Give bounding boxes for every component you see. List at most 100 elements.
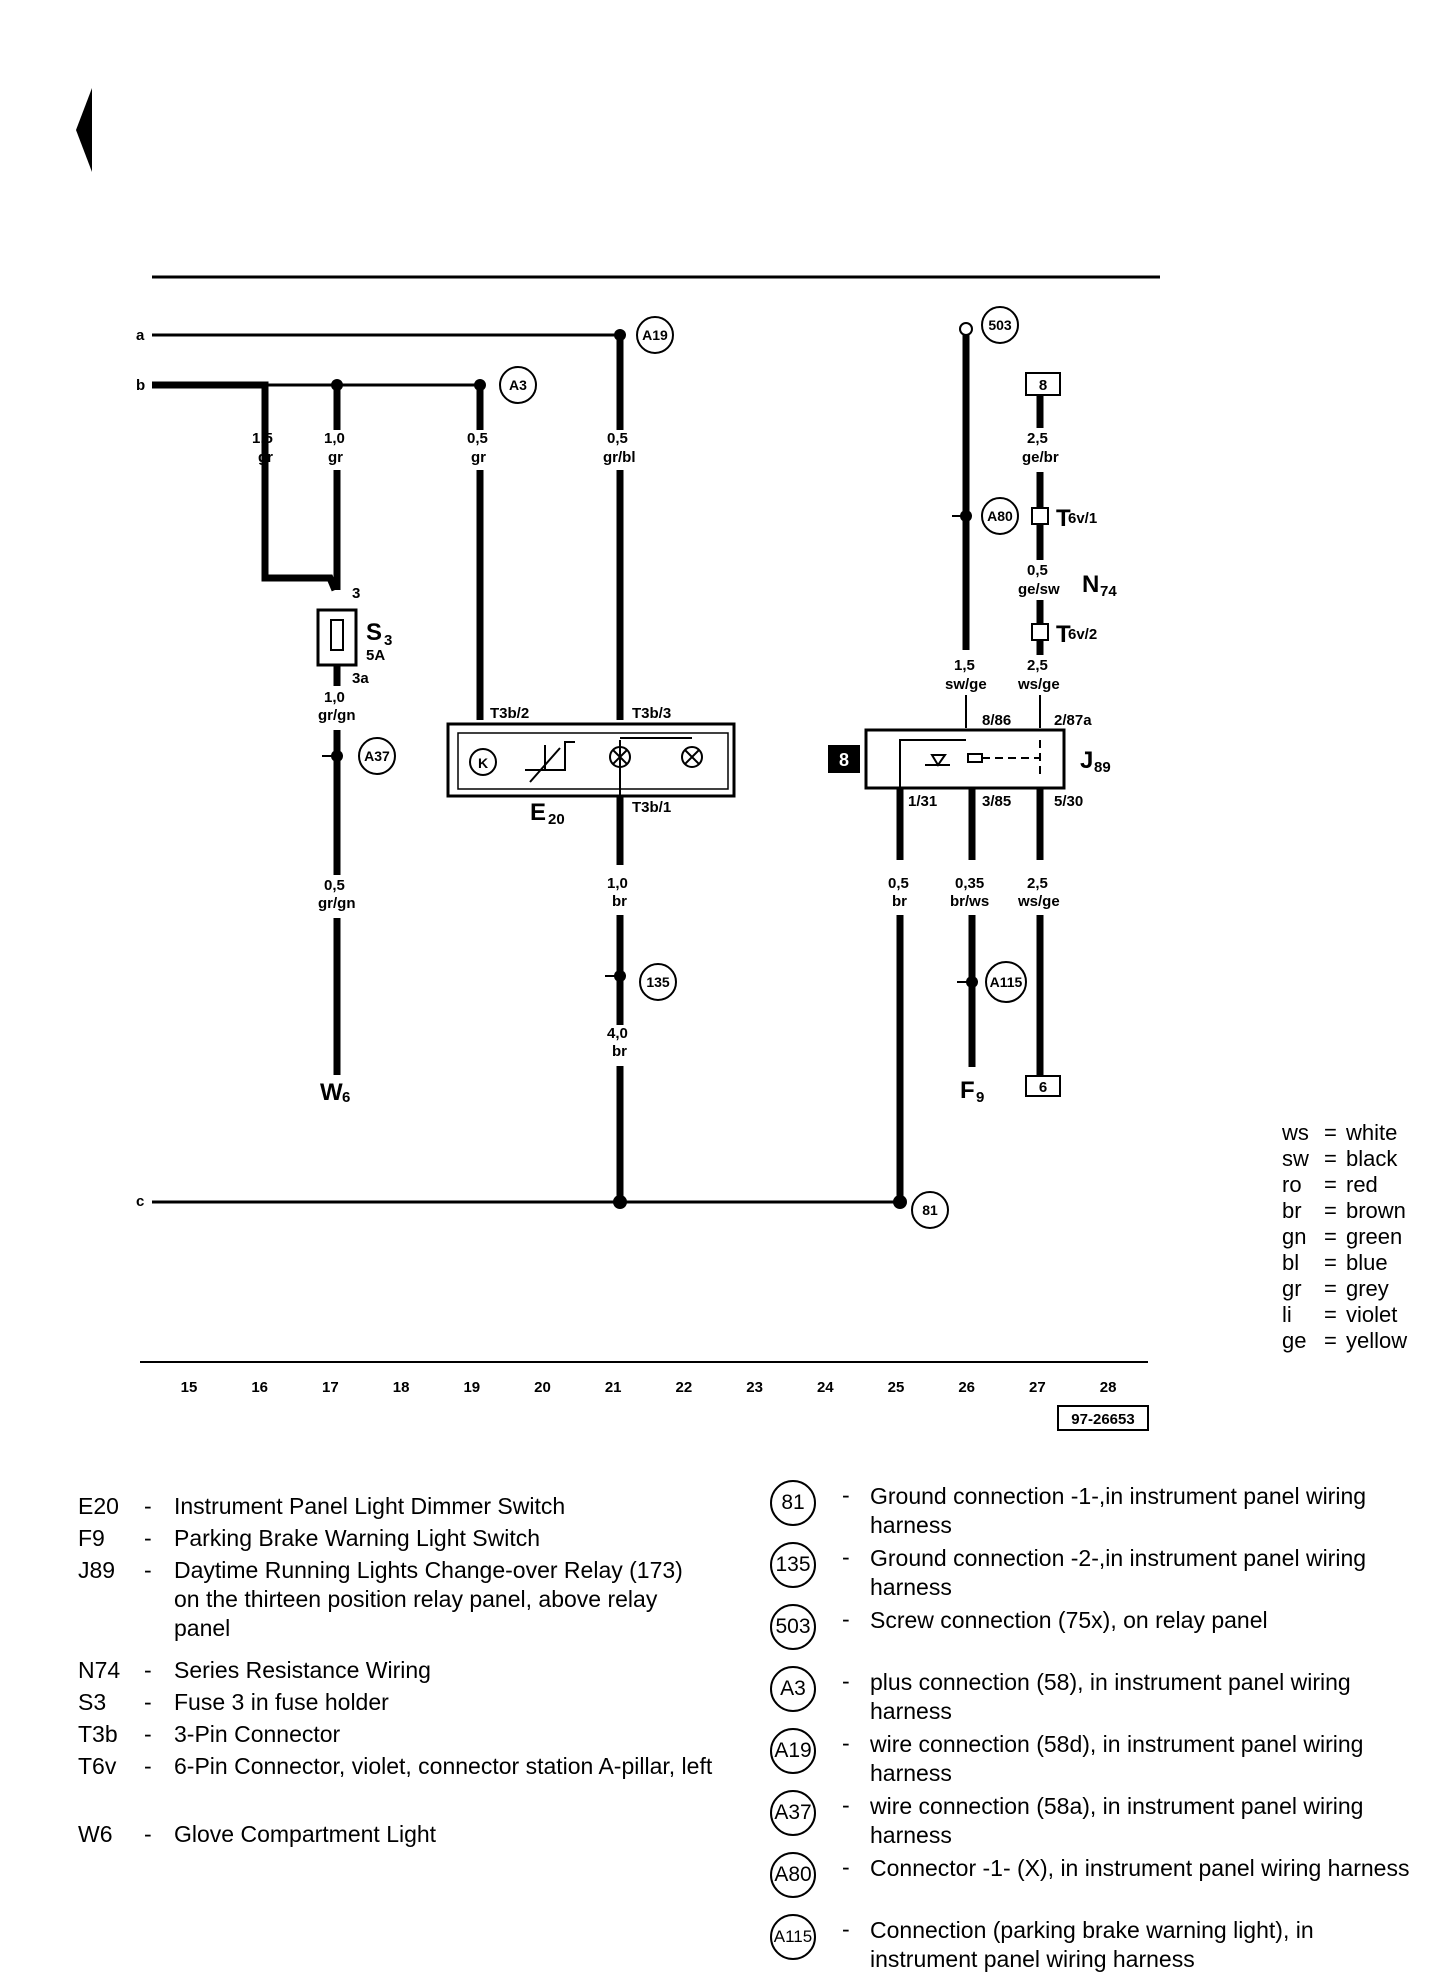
track-number: 24 xyxy=(817,1379,834,1396)
conn-81-ring xyxy=(911,1191,949,1229)
color-code: li xyxy=(1282,1302,1292,1327)
rail-c-label: c xyxy=(136,1193,144,1210)
wire-w27b-size: 0,5 xyxy=(1027,562,1048,579)
color-code-meaning: green xyxy=(1346,1224,1403,1249)
track-number: 15 xyxy=(181,1379,198,1396)
wire-w25-size: 0,5 xyxy=(888,875,909,892)
color-code-equals: = xyxy=(1324,1146,1337,1171)
fuse-s3-sub: 3 xyxy=(384,632,392,649)
comp-f9-name: F xyxy=(960,1077,975,1104)
legend-dash: - xyxy=(842,1916,850,1942)
relay-contact-icon xyxy=(967,753,983,763)
legend-dash: - xyxy=(842,1606,850,1632)
connector-t6v1-icon xyxy=(1031,507,1049,525)
legend-desc: Connector -1- (X), in instrument panel w… xyxy=(870,1855,1410,1881)
wire-w17a-color: gr xyxy=(258,449,273,466)
wire-w17c-color: gr/gn xyxy=(318,707,356,724)
legend-desc: Parking Brake Warning Light Switch xyxy=(174,1525,541,1551)
lamp-cross xyxy=(684,749,700,765)
color-code-meaning: blue xyxy=(1346,1250,1388,1275)
track-number: 26 xyxy=(958,1379,975,1396)
comp-f9-sub: 9 xyxy=(976,1089,984,1106)
junction-dot xyxy=(331,379,343,391)
track-number: 18 xyxy=(393,1379,410,1396)
legend-desc: Connection (parking brake warning light)… xyxy=(870,1917,1314,1972)
legend-desc: Ground connection -1-,in instrument pane… xyxy=(870,1483,1367,1538)
dimmer-knob-symbol: K xyxy=(478,755,488,771)
wire-w21b-color: br xyxy=(612,893,627,910)
color-code-equals: = xyxy=(1324,1302,1337,1327)
track-number: 25 xyxy=(888,1379,905,1396)
legend-dash: - xyxy=(842,1668,850,1694)
legend-code: W6 xyxy=(78,1821,113,1847)
wire-w21b-size: 1,0 xyxy=(607,875,628,892)
relay-ref-box xyxy=(828,745,860,773)
connection-ring-icon: 503 xyxy=(770,1604,816,1650)
color-code-row: ge=yellow xyxy=(1282,1328,1407,1354)
color-code: sw xyxy=(1282,1146,1309,1171)
legend-code: F9 xyxy=(78,1525,105,1551)
comp-w6-sub: 6 xyxy=(342,1089,350,1106)
relay-j89-sub: 89 xyxy=(1094,759,1111,776)
color-code: gr xyxy=(1282,1276,1302,1301)
legend-dash: - xyxy=(842,1544,850,1570)
connection-ring-icon: A37 xyxy=(770,1790,816,1836)
legend-dash: - xyxy=(144,1525,152,1551)
wire-w27a-color: ge/br xyxy=(1022,449,1059,466)
legend-dash: - xyxy=(144,1753,152,1779)
connector-t6v2-icon xyxy=(1031,623,1049,641)
wire-w27d-size: 2,5 xyxy=(1027,875,1048,892)
conn-81-label: 81 xyxy=(922,1202,938,1218)
legend-desc: wire connection (58a), in instrument pan… xyxy=(870,1793,1364,1848)
track-number: 27 xyxy=(1029,1379,1046,1396)
color-code: br xyxy=(1282,1198,1302,1223)
legend-dash: - xyxy=(842,1482,850,1508)
conn-135-ring xyxy=(639,963,677,1001)
color-code-equals: = xyxy=(1324,1250,1337,1275)
ref-box-8-label: 8 xyxy=(1039,377,1047,394)
track-number: 22 xyxy=(676,1379,693,1396)
legend-desc: Screw connection (75x), on relay panel xyxy=(870,1607,1268,1633)
wire-w26a-color: sw/ge xyxy=(945,676,987,693)
fuse-pin-out: 3a xyxy=(352,670,369,687)
track-number: 28 xyxy=(1100,1379,1117,1396)
color-code-meaning: brown xyxy=(1346,1198,1406,1223)
switch-e20-pin-2: T3b/3 xyxy=(632,705,671,722)
conn-a115-ring xyxy=(985,961,1027,1003)
conn-t6v1-name: T xyxy=(1056,505,1071,532)
conn-503-ring xyxy=(981,306,1019,344)
wire-w17c-size: 1,0 xyxy=(324,689,345,706)
connection-ring-icon: 135 xyxy=(770,1542,816,1588)
conn-503-label: 503 xyxy=(988,317,1012,333)
comp-w6-name: W xyxy=(320,1079,343,1106)
wire-w27d-color: ws/ge xyxy=(1017,893,1060,910)
rheostat-icon xyxy=(525,741,575,783)
color-code-equals: = xyxy=(1324,1120,1337,1145)
conn-a19-ring xyxy=(636,316,674,354)
connection-ring-icon: A19 xyxy=(770,1728,816,1774)
color-code-equals: = xyxy=(1324,1172,1337,1197)
fuse-pin-in: 3 xyxy=(352,585,360,602)
wire-w27b-color: ge/sw xyxy=(1018,581,1060,598)
legend-dash: - xyxy=(144,1493,152,1519)
relay-j89-name: J xyxy=(1080,747,1093,774)
legend-code: S3 xyxy=(78,1689,107,1715)
relay-ref-box-label: 8 xyxy=(839,750,849,770)
wire-w27c-color: ws/ge xyxy=(1017,676,1060,693)
color-code: gn xyxy=(1282,1224,1307,1249)
switch-e20-pin-1: T3b/2 xyxy=(490,705,529,722)
legend-dash: - xyxy=(144,1721,152,1747)
connection-ring-icon: A115 xyxy=(770,1914,816,1960)
conn-a19-label: A19 xyxy=(642,327,668,343)
color-code-meaning: black xyxy=(1346,1146,1398,1171)
relay-j89-box xyxy=(864,728,1066,790)
color-code-meaning: violet xyxy=(1346,1302,1398,1327)
wire-w19-color: gr xyxy=(471,449,486,466)
legend-dash: - xyxy=(144,1557,152,1583)
relay-linkage xyxy=(982,740,1041,778)
wire-w26b-size: 0,35 xyxy=(955,875,984,892)
fuse-s3-name: S xyxy=(366,619,382,646)
color-code: bl xyxy=(1282,1250,1300,1275)
legend-dash: - xyxy=(842,1854,850,1880)
